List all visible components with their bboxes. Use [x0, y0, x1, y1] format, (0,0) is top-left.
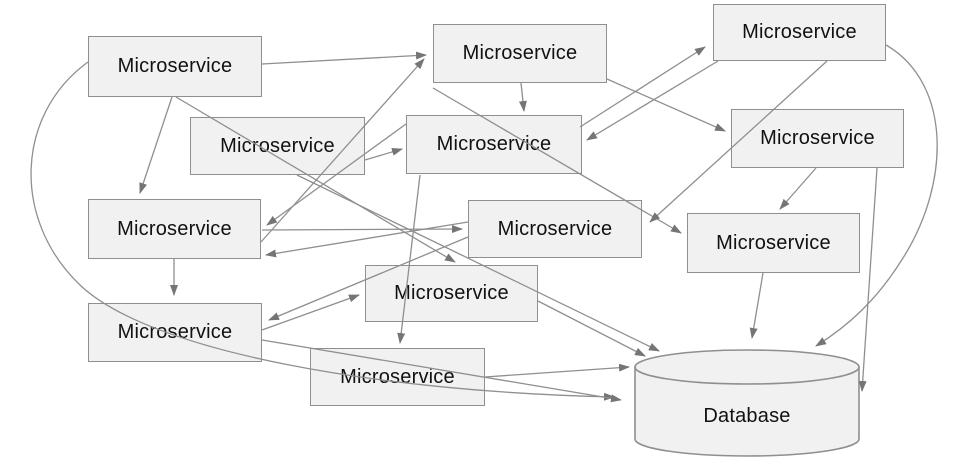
microservice-node: Microservice — [310, 348, 485, 406]
microservice-node: Microservice — [406, 115, 582, 174]
node-label: Microservice — [117, 55, 233, 77]
microservice-node: Microservice — [365, 265, 538, 322]
node-label: Microservice — [462, 42, 578, 64]
node-label: Microservice — [760, 127, 875, 149]
node-label: Microservice — [716, 231, 831, 254]
microservice-node: Microservice — [190, 117, 365, 175]
node-label: Microservice — [117, 321, 233, 343]
microservice-node: Microservice — [88, 303, 262, 362]
microservice-node: Microservice — [88, 36, 262, 97]
node-label: Microservice — [220, 134, 335, 157]
microservice-node: Microservice — [731, 109, 904, 168]
microservice-node: Microservice — [433, 24, 607, 83]
microservice-node: Microservice — [468, 200, 642, 258]
node-label: Database — [703, 404, 791, 427]
database-cylinder-shape — [634, 349, 860, 457]
node-label: Microservice — [340, 365, 455, 388]
microservice-node: Microservice — [88, 199, 261, 259]
microservice-node: Microservice — [713, 4, 886, 61]
node-label: Microservice — [394, 282, 509, 304]
node-label: Microservice — [742, 21, 857, 43]
database-node: Database — [634, 349, 860, 457]
node-label: Microservice — [436, 133, 552, 155]
node-label: Microservice — [497, 217, 613, 240]
microservice-node: Microservice — [687, 213, 860, 273]
node-label: Microservice — [117, 217, 232, 240]
